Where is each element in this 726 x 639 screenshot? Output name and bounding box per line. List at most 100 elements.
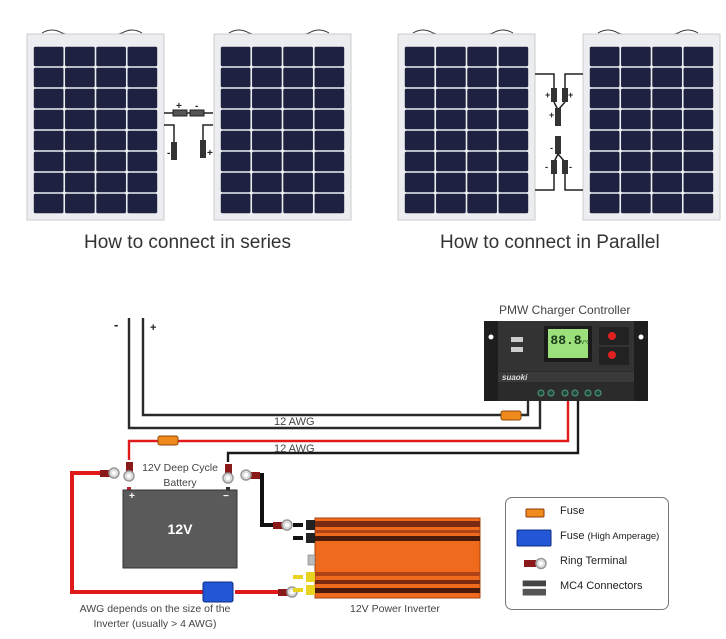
charger-lcd-reading: 88.8 [550, 333, 581, 348]
ring-terminal [222, 464, 234, 484]
parallel-minus-left: - [545, 162, 548, 172]
solar-cell [127, 109, 158, 130]
solar-cell [127, 88, 158, 109]
solar-cell [467, 193, 497, 214]
parallel-polarity-labels: + + + - - - [545, 90, 573, 172]
legend: Fuse Fuse (High Amperage) Ring Terminal … [505, 497, 669, 610]
solar-cell [283, 46, 313, 67]
solar-cell [283, 130, 313, 151]
legend-label-fuse: Fuse [560, 505, 585, 517]
solar-cell [283, 172, 313, 193]
solar-cell [589, 88, 620, 109]
series-plus-top: + [176, 101, 182, 112]
solar-cell [314, 193, 345, 214]
solar-cell [96, 67, 126, 88]
solar-cell [314, 109, 345, 130]
ring-terminal-icon [524, 557, 547, 570]
solar-cell [436, 46, 466, 67]
solar-cell [252, 109, 282, 130]
solar-cell [314, 67, 345, 88]
solar-cell [589, 46, 620, 67]
charger-title: PMW Charger Controller [499, 303, 631, 317]
parallel-caption: How to connect in Parallel [440, 232, 660, 253]
ring-terminal [273, 519, 293, 531]
solar-cell [498, 88, 529, 109]
solar-cell [683, 193, 714, 214]
solar-cell [404, 67, 435, 88]
solar-cell [127, 67, 158, 88]
solar-cell [404, 172, 435, 193]
solar-cell [498, 172, 529, 193]
solar-cell [220, 109, 251, 130]
solar-cell [652, 67, 682, 88]
legend-item-fuse: Fuse [506, 501, 668, 525]
battery-positive-terminal: + [129, 491, 135, 502]
solar-cell [621, 46, 651, 67]
solar-cell [314, 130, 345, 151]
solar-cell [283, 67, 313, 88]
solar-cell [33, 193, 64, 214]
solar-cell [436, 193, 466, 214]
solar-cell [652, 151, 682, 172]
series-connectors [164, 109, 213, 160]
legend-label-high-amperage-note: (High Amperage) [587, 531, 660, 542]
solar-cell [33, 151, 64, 172]
solar-cell [314, 151, 345, 172]
solar-cell [652, 130, 682, 151]
solar-cell [621, 151, 651, 172]
inverter-label: 12V Power Inverter [350, 603, 440, 615]
solar-cell [404, 46, 435, 67]
parallel-plus-right: + [568, 90, 573, 100]
solar-cell [65, 172, 95, 193]
solar-cell [220, 193, 251, 214]
awg-note-line1: AWG depends on the size of the [79, 603, 231, 615]
parallel-panel-right [582, 29, 721, 221]
solar-cell [33, 88, 64, 109]
solar-cell [589, 193, 620, 214]
panel-input-wires [127, 318, 542, 430]
battery-label-line1: 12V Deep Cycle [142, 462, 218, 474]
solar-cell [127, 130, 158, 151]
solar-cell [96, 46, 126, 67]
solar-cell [498, 130, 529, 151]
solar-cell [498, 193, 529, 214]
ring-terminal [240, 469, 260, 481]
solar-cell [65, 109, 95, 130]
solar-cell [283, 151, 313, 172]
solar-cell [436, 88, 466, 109]
solar-cell [683, 130, 714, 151]
legend-label-ring-terminal: Ring Terminal [560, 555, 628, 567]
solar-cell [252, 172, 282, 193]
awg-note: AWG depends on the size of the Inverter … [65, 602, 245, 632]
solar-cell [65, 88, 95, 109]
solar-panels-group [26, 29, 721, 221]
solar-cell [252, 130, 282, 151]
solar-cell [683, 46, 714, 67]
solar-cell [621, 172, 651, 193]
series-minus-left: - [167, 148, 170, 159]
fuse-icon [525, 508, 545, 518]
solar-cell [33, 46, 64, 67]
battery-fuse [157, 435, 179, 446]
series-polarity-labels: + - - + [167, 101, 213, 159]
series-panel-left [26, 29, 165, 221]
solar-cell [589, 67, 620, 88]
solar-cell [33, 109, 64, 130]
battery-label-line2: Battery [163, 477, 197, 489]
battery [122, 487, 238, 569]
legend-label-high-amperage-fuse: Fuse [560, 530, 588, 542]
charge-controller [484, 321, 648, 401]
solar-cell [683, 88, 714, 109]
parallel-plus-y: + [549, 110, 554, 120]
solar-cell [436, 67, 466, 88]
solar-cell [589, 172, 620, 193]
solar-cell [621, 67, 651, 88]
solar-cell [314, 46, 345, 67]
battery-label: 12V Deep Cycle Battery [130, 461, 230, 491]
solar-cell [652, 46, 682, 67]
solar-cell [589, 109, 620, 130]
solar-cell [283, 193, 313, 214]
solar-cell [652, 172, 682, 193]
solar-cell [498, 67, 529, 88]
